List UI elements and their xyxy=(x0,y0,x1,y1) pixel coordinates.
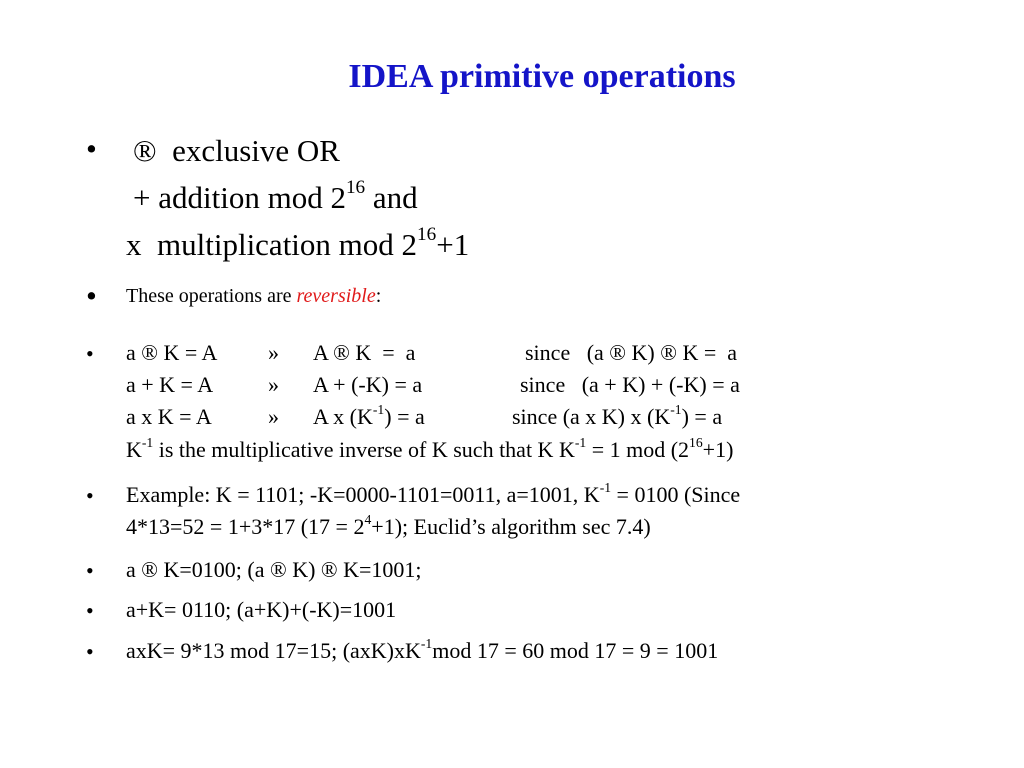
example-text: +1); Euclid’s algorithm sec 7.4) xyxy=(371,514,651,539)
inverse-sup: 16 xyxy=(689,434,703,450)
example-text: 4*13=52 = 1+3*17 (17 = 2 xyxy=(126,514,365,539)
reversible-line: These operations are reversible: xyxy=(126,285,381,308)
identity-arrow: » xyxy=(268,372,279,397)
example-sup: 4 xyxy=(364,511,372,527)
identity-arrow: » xyxy=(268,340,279,365)
identity-since: since (a ® K) ® K = a xyxy=(525,340,737,365)
bullet-marker: • xyxy=(86,341,94,366)
identity-since-post: ) = a xyxy=(681,404,723,429)
identity-mid-pre: A x (K xyxy=(313,404,373,429)
example-line-1: Example: K = 1101; -K=0000-1101=0011, a=… xyxy=(126,479,741,508)
inverse-text: = 1 mod (2 xyxy=(586,437,690,462)
reversible-emph: reversible xyxy=(296,285,376,307)
identity-arrow: » xyxy=(268,404,279,429)
example-sup: -1 xyxy=(599,479,612,495)
identity-mid: A + (-K) = a xyxy=(313,372,423,397)
mul-symbol: x xyxy=(126,227,142,262)
inverse-note: K-1 is the multiplicative inverse of K s… xyxy=(126,434,734,463)
list-item: a+K= 0110; (a+K)+(-K)=1001 xyxy=(126,597,397,622)
add-tail: and xyxy=(365,180,418,215)
inverse-text: K xyxy=(126,437,142,462)
identity-since: since (a x K) x (K-1) = a xyxy=(512,401,723,430)
list-item-last: axK= 9*13 mod 17=15; (axK)xK-1mod 17 = 6… xyxy=(126,635,719,664)
identity-left: a + K = A xyxy=(126,372,214,397)
add-symbol: + xyxy=(133,180,151,215)
add-line: + addition mod 216 and xyxy=(133,177,418,216)
bullet-marker: • xyxy=(86,278,97,313)
slide-title: IDEA primitive operations xyxy=(348,58,736,95)
identity-left: a x K = A xyxy=(126,404,212,429)
identity-mid: A x (K-1) = a xyxy=(313,401,425,430)
example-line-2: 4*13=52 = 1+3*17 (17 = 24+1); Euclid’s a… xyxy=(126,511,651,540)
identity-mid-sup: -1 xyxy=(372,401,385,417)
last-text: mod 17 = 60 mod 17 = 9 = 1001 xyxy=(432,638,719,663)
bullet-marker: • xyxy=(86,483,94,508)
identity-left: a ® K = A xyxy=(126,340,218,365)
inverse-sup: -1 xyxy=(574,434,587,450)
xor-line: ® exclusive OR xyxy=(133,133,340,169)
bullet-marker: • xyxy=(86,558,94,583)
bullet-marker: • xyxy=(86,131,97,166)
add-label: addition mod 2 xyxy=(158,180,346,215)
mul-label: multiplication mod 2 xyxy=(157,227,418,262)
xor-symbol: ® xyxy=(133,133,157,168)
list-item: a ® K=0100; (a ® K) ® K=1001; xyxy=(126,557,422,582)
last-text: axK= 9*13 mod 17=15; (axK)xK xyxy=(126,638,421,663)
identity-since-sup: -1 xyxy=(670,401,682,417)
inverse-text: +1) xyxy=(702,437,734,462)
mul-tail: +1 xyxy=(436,227,470,262)
add-exponent: 16 xyxy=(345,177,366,199)
identity-since: since (a + K) + (-K) = a xyxy=(520,372,740,397)
inverse-text: is the multiplicative inverse of K such … xyxy=(153,437,575,462)
bullet-marker: • xyxy=(86,639,94,664)
mul-exponent: 16 xyxy=(417,224,437,246)
identity-mid-post: ) = a xyxy=(384,404,425,429)
example-text: = 0100 (Since xyxy=(611,482,741,507)
identity-mid: A ® K = a xyxy=(313,340,416,365)
identity-since-pre: since (a x K) x (K xyxy=(512,404,671,429)
example-text: Example: K = 1101; -K=0000-1101=0011, a=… xyxy=(126,482,600,507)
inverse-sup: -1 xyxy=(141,434,154,450)
reversible-prefix: These operations are xyxy=(126,285,297,307)
xor-label: exclusive OR xyxy=(172,133,340,168)
mul-line: x multiplication mod 216+1 xyxy=(126,224,470,263)
reversible-suffix: : xyxy=(375,285,382,307)
bullet-marker: • xyxy=(86,598,94,623)
last-sup: -1 xyxy=(420,635,433,651)
